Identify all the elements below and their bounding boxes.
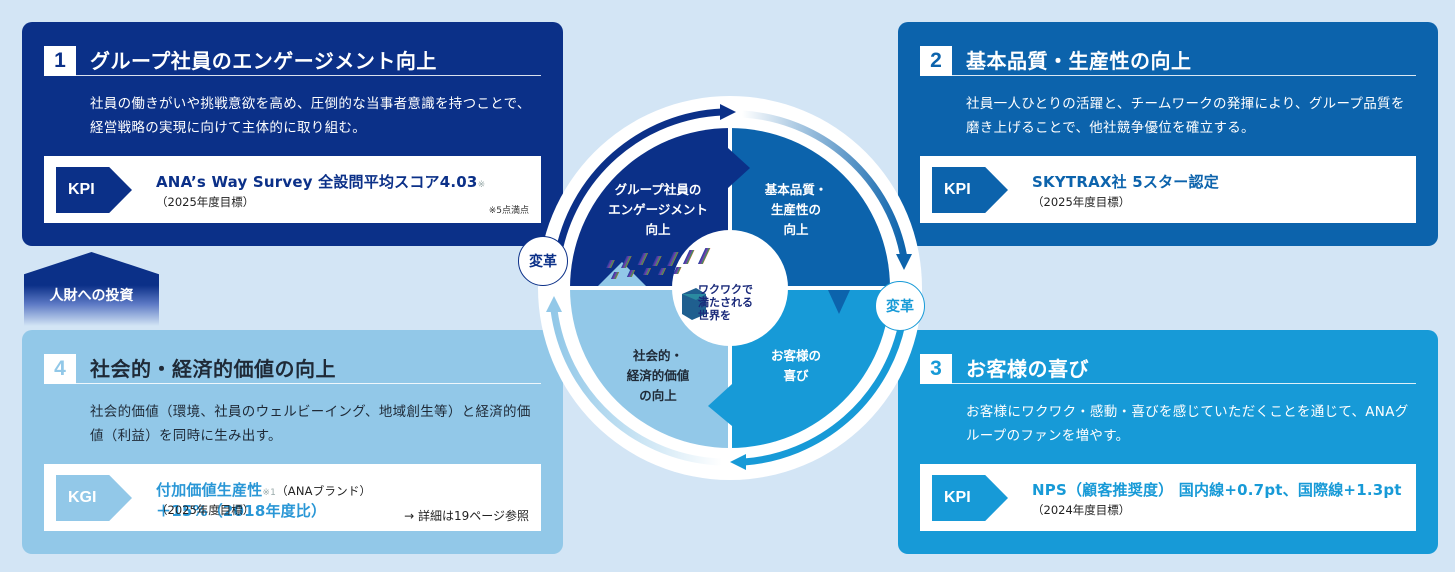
transform-badge-right: 変革	[875, 281, 925, 331]
flow-arrow-3to4	[708, 384, 732, 426]
pillar-card-4: 4 社会的・経済的価値の向上 社会的価値（環境、社員のウェルビーイング、地域創生…	[22, 330, 563, 554]
kgi-target-year: （2025年度目標）	[156, 503, 255, 517]
pillar-title: 社会的・経済的価値の向上	[90, 357, 336, 381]
pillar-description: お客様にワクワク・感動・喜びを感じていただくことを通じて、ANAグループのファン…	[966, 404, 1409, 444]
kgi-target: ＋15%（2018年度比）	[156, 502, 327, 520]
pillar-title: お客様の喜び	[966, 357, 1089, 381]
kpi-value: NPS（顧客推奨度） 国内線+0.7pt、国際線+1.3pt	[1032, 481, 1402, 499]
footnote-mark: ※	[477, 180, 486, 190]
pillar-description: 社員一人ひとりの活躍と、チームワークの発揮により、グループ品質を磨き上げることで…	[966, 96, 1405, 136]
kpi-box: KPI SKYTRAX社 5スター認定 （2025年度目標）	[920, 156, 1416, 223]
pillar-number: 1	[44, 46, 76, 76]
cycle-graphic	[538, 96, 922, 480]
kpi-target-year: （2024年度目標）	[1032, 503, 1131, 517]
quadrant-3-label: お客様の 喜び	[770, 348, 821, 383]
kpi-footnote: ※5点満点	[488, 206, 529, 216]
kpi-tag: KPI	[56, 167, 132, 213]
kgi-box: KGI 付加価値生産性※1（ANAブランド） ＋15%（2018年度比） （202…	[44, 464, 541, 531]
kpi-target-year: （2025年度目標）	[1032, 195, 1131, 209]
pillar-number: 2	[920, 46, 952, 76]
kpi-box: KPI NPS（顧客推奨度） 国内線+0.7pt、国際線+1.3pt （2024…	[920, 464, 1416, 531]
pillar-header: 2 基本品質・生産性の向上	[920, 46, 1416, 76]
pillar-header: 1 グループ社員のエンゲージメント向上	[44, 46, 541, 76]
footnote-mark: ※1	[262, 488, 277, 498]
pillar-description: 社員の働きがいや挑戦意欲を高め、圧倒的な当事者意識を持つことで、経営戦略の実現に…	[90, 96, 531, 136]
quadrant-2-label: 基本品質・ 生産性の 向上	[764, 182, 828, 237]
kpi-box: KPI ANA’s Way Survey 全設問平均スコア4.03※ （2025…	[44, 156, 541, 223]
pillar-header: 3 お客様の喜び	[920, 354, 1416, 384]
arrowhead-icon	[720, 104, 736, 120]
pillar-description: 社会的価値（環境、社員のウェルビーイング、地域創生等）と経済的価値（利益）を同時…	[90, 404, 531, 444]
flow-arrow-4to1	[598, 262, 646, 286]
quadrant-1-label: グループ社員の エンゲージメント 向上	[608, 182, 708, 237]
cycle-arrow-bottom-left	[550, 309, 723, 466]
cycle-arrow-top-left	[554, 108, 723, 257]
pillar-card-2: 2 基本品質・生産性の向上 社員一人ひとりの活躍と、チームワークの発揮により、グ…	[898, 22, 1438, 246]
page-reference-link[interactable]: → 詳細は19ページ参照	[404, 509, 529, 523]
arrowhead-icon	[546, 296, 562, 312]
kpi-target-year: （2025年度目標）	[156, 195, 255, 209]
kgi-value: 付加価値生産性※1（ANAブランド） ＋15%（2018年度比）	[156, 479, 541, 521]
logo-icon	[606, 248, 711, 320]
investment-tag: 人財への投資	[24, 252, 159, 326]
pillar-card-3: 3 お客様の喜び お客様にワクワク・感動・喜びを感じていただくことを通じて、AN…	[898, 330, 1438, 554]
cycle-arrow-bottom-right	[743, 323, 906, 466]
cycle-arrow-top-right	[741, 110, 908, 259]
pillar-title: 基本品質・生産性の向上	[966, 49, 1192, 73]
flow-arrow-1to2	[728, 148, 750, 188]
pillar-title: グループ社員のエンゲージメント向上	[90, 49, 437, 73]
kpi-value: ANA’s Way Survey 全設問平均スコア4.03※	[156, 171, 485, 192]
pillar-header: 4 社会的・経済的価値の向上	[44, 354, 541, 384]
flow-arrow-2to3	[828, 290, 850, 314]
kgi-metric: 付加価値生産性	[156, 481, 263, 499]
kpi-value-text: ANA’s Way Survey 全設問平均スコア4.03	[156, 173, 478, 191]
value-cycle-diagram: グループ社員の エンゲージメント 向上 基本品質・ 生産性の 向上 お客様の 喜…	[510, 88, 950, 488]
pillar-number: 4	[44, 354, 76, 384]
kpi-value: SKYTRAX社 5スター認定	[1032, 173, 1219, 191]
arrowhead-icon	[896, 254, 912, 270]
arrowhead-icon	[730, 454, 746, 470]
pillar-card-1: 1 グループ社員のエンゲージメント向上 社員の働きがいや挑戦意欲を高め、圧倒的な…	[22, 22, 563, 246]
kgi-tag: KGI	[56, 475, 132, 521]
kgi-scope: （ANAブランド）	[276, 484, 372, 498]
pillar-number: 3	[920, 354, 952, 384]
vision-slogan: ワクワクで 満たされる 世界を	[698, 283, 753, 322]
quadrant-4-label: 社会的・ 経済的価値 の向上	[626, 348, 690, 403]
transform-badge-left: 変革	[518, 236, 568, 286]
